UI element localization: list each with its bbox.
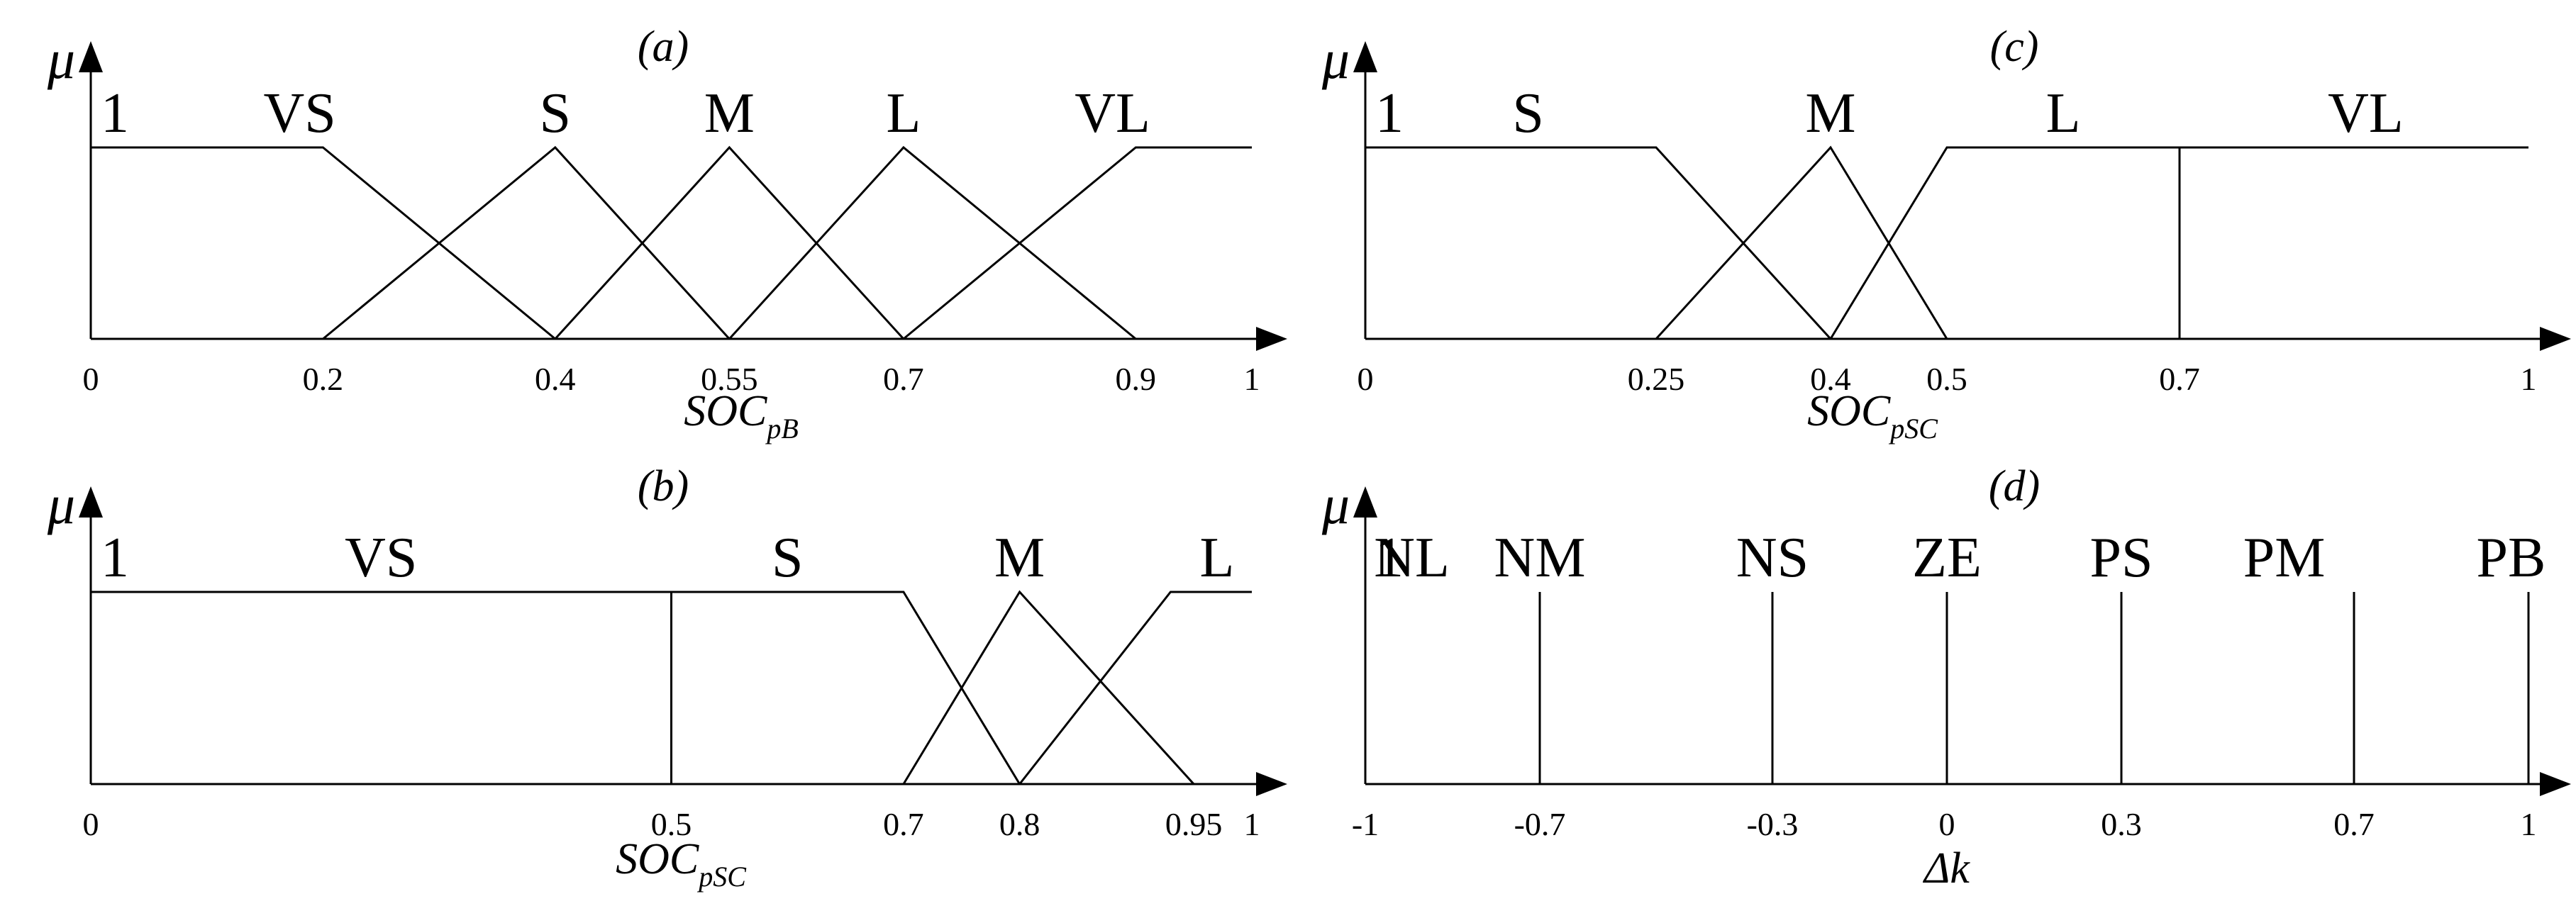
membership-label-vl: VL	[1075, 82, 1150, 145]
x-axis-label: SOCpSC	[1807, 387, 1938, 444]
x-tick-label: 0.8	[999, 806, 1040, 842]
membership-label-ps: PS	[2090, 527, 2153, 589]
y-axis-one-label: 1	[1375, 527, 1404, 589]
membership-label-l: L	[1199, 527, 1234, 589]
x-axis-label: SOCpB	[684, 387, 799, 444]
membership-label-pm: PM	[2243, 527, 2326, 589]
membership-curve-l	[1829, 146, 2180, 340]
membership-label-s: S	[1512, 82, 1544, 145]
x-tick-label: -0.7	[1514, 806, 1566, 842]
x-axis-label-main: Δk	[1922, 844, 1970, 893]
x-tick-label: 1	[2521, 361, 2537, 397]
x-tick-label: 0.5	[651, 806, 692, 842]
x-tick-label: 0.4	[535, 361, 576, 397]
x-axis-label: SOCpSC	[616, 835, 747, 893]
panel-tag: (b)	[638, 462, 689, 510]
membership-label-nm: NM	[1494, 527, 1586, 589]
x-tick-label: 0.55	[701, 361, 758, 397]
y-axis-one-label: 1	[1375, 82, 1404, 145]
membership-label-vs: VS	[264, 82, 336, 145]
membership-curve-vl	[2178, 146, 2528, 339]
membership-label-pb: PB	[2476, 527, 2546, 589]
y-axis-arrow-icon	[1353, 486, 1377, 518]
membership-label-m: M	[994, 527, 1045, 589]
membership-curve-s	[670, 591, 1021, 785]
membership-label-vs: VS	[345, 527, 417, 589]
x-axis-label-main: SOC	[684, 387, 767, 435]
x-axis-arrow-icon	[1256, 772, 1287, 796]
y-axis-one-label: 1	[101, 527, 129, 589]
x-tick-label: 0.9	[1116, 361, 1157, 397]
y-axis-label: μ	[1321, 28, 1350, 90]
membership-curve-m	[554, 145, 905, 340]
x-tick-label: -1	[1352, 806, 1379, 842]
membership-curve-s	[1365, 146, 1832, 340]
panel-tag: (d)	[1989, 462, 2040, 510]
x-axis-arrow-icon	[2540, 327, 2571, 351]
x-tick-label: 0	[1358, 361, 1374, 397]
x-tick-label: 0.5	[1926, 361, 1967, 397]
x-tick-label: 0	[83, 361, 99, 397]
x-tick-label: 1	[1244, 806, 1260, 842]
y-axis-arrow-icon	[79, 486, 103, 518]
membership-curve-vl	[902, 146, 1252, 340]
x-tick-label: 0.95	[1165, 806, 1223, 842]
y-axis-label: μ	[1321, 474, 1350, 535]
x-axis-arrow-icon	[1256, 327, 1287, 351]
x-axis-label-main: SOC	[616, 835, 699, 883]
membership-label-nl: NL	[1374, 527, 1450, 589]
x-tick-label: 0.7	[2159, 361, 2200, 397]
panel-tag: (c)	[1990, 23, 2039, 71]
y-axis-arrow-icon	[1353, 41, 1377, 72]
x-tick-label: 1	[1244, 361, 1260, 397]
y-axis-arrow-icon	[79, 41, 103, 72]
x-tick-label: 0.7	[883, 361, 924, 397]
x-axis-label-subscript: pSC	[696, 861, 747, 893]
panel-tag: (a)	[638, 23, 689, 71]
x-tick-label: 0.4	[1810, 361, 1851, 397]
y-axis-one-label: 1	[101, 82, 129, 145]
x-tick-label: 0.25	[1628, 361, 1685, 397]
x-axis-label: Δk	[1922, 844, 1970, 893]
membership-label-ze: ZE	[1912, 527, 1982, 589]
membership-curve-s	[322, 145, 731, 340]
x-axis-label-subscript: pSC	[1888, 413, 1938, 444]
membership-curve-l	[728, 145, 1137, 340]
x-axis-arrow-icon	[2540, 772, 2571, 796]
x-tick-label: 0	[1939, 806, 1955, 842]
membership-curve-m	[902, 590, 1195, 785]
membership-label-s: S	[540, 82, 572, 145]
x-tick-label: 0.2	[303, 361, 344, 397]
y-axis-label: μ	[47, 474, 75, 535]
x-tick-label: -0.3	[1747, 806, 1799, 842]
membership-label-ns: NS	[1736, 527, 1809, 589]
membership-curve-l	[1018, 591, 1252, 785]
x-tick-label: 1	[2521, 806, 2537, 842]
membership-curve-vs	[91, 146, 556, 340]
membership-label-m: M	[1805, 82, 1855, 145]
x-tick-label: 0.7	[883, 806, 924, 842]
membership-label-m: M	[704, 82, 755, 145]
x-tick-label: 0.3	[2101, 806, 2142, 842]
y-axis-label: μ	[47, 28, 75, 90]
x-tick-label: 0.7	[2333, 806, 2375, 842]
membership-label-vl: VL	[2328, 82, 2404, 145]
x-axis-label-subscript: pB	[765, 413, 798, 444]
membership-label-l: L	[886, 82, 921, 145]
membership-label-s: S	[772, 527, 804, 589]
membership-label-l: L	[2046, 82, 2081, 145]
x-axis-label-main: SOC	[1807, 387, 1891, 435]
x-tick-label: 0	[83, 806, 99, 842]
membership-curve-m	[1655, 145, 1948, 340]
